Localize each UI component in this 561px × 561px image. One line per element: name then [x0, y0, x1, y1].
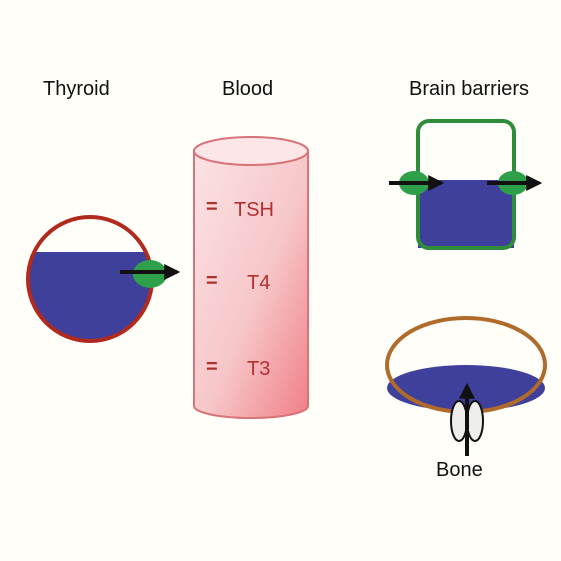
blood-label: Blood	[222, 78, 274, 100]
bone-transporter-left	[450, 400, 468, 442]
thyroid-cell	[26, 215, 181, 343]
cylinder-top	[193, 136, 309, 166]
brain-barrier-cell	[389, 119, 543, 250]
t3-label: T3	[247, 358, 271, 380]
t4-equal-sign: =	[206, 270, 218, 292]
thyroid-label: Thyroid	[43, 78, 110, 100]
bone-label: Bone	[436, 459, 483, 481]
tsh-label: TSH	[234, 199, 274, 221]
tsh-equal-sign: =	[206, 196, 218, 218]
blood-cylinder	[193, 136, 309, 419]
bone-transporter-right	[466, 400, 484, 442]
t3-equal-sign: =	[206, 356, 218, 378]
brain-barrier-fill	[418, 180, 514, 248]
brain-barriers-label: Brain barriers	[409, 78, 530, 100]
bone-cell	[385, 316, 547, 456]
t4-label: T4	[247, 272, 271, 294]
cylinder-body	[193, 150, 309, 419]
